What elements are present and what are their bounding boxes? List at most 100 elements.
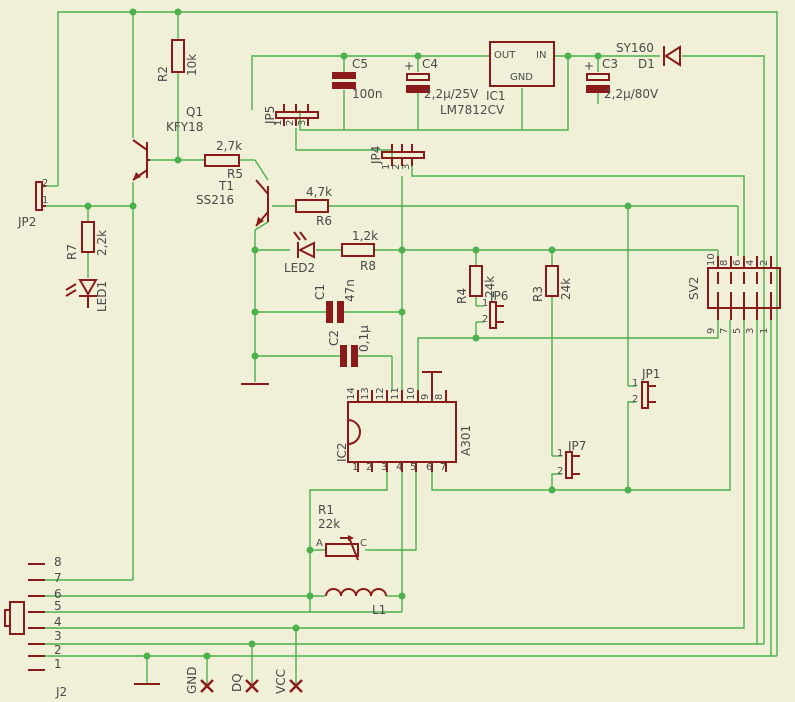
resistor-r3[interactable]: R3 24k	[531, 265, 573, 302]
ic-ic2[interactable]: 14 13 12 11 10 9 8 1 2 3 4 5 6 7 IC2 A30…	[335, 371, 473, 473]
capacitor-c1[interactable]: C1 47n	[313, 279, 357, 323]
junction	[251, 352, 259, 360]
junction	[594, 52, 602, 60]
r7-value: 2,2k	[95, 230, 109, 256]
jp1-pin2: 2	[632, 394, 638, 405]
ic2-pin3: 3	[381, 462, 387, 473]
r7-ref: R7	[65, 244, 79, 260]
ic2-pin9: 9	[420, 394, 431, 400]
jumper-jp6[interactable]: 1 2 JP6	[482, 289, 508, 329]
c4-ref: C4	[422, 57, 438, 71]
junction	[203, 652, 211, 660]
testpoint-gnd[interactable]: GND	[185, 666, 214, 694]
diode-d1[interactable]: SY160 D1	[616, 41, 681, 71]
transistor-q1[interactable]: Q1 KFY18	[132, 105, 203, 181]
transistor-t1[interactable]: T1 SS216	[196, 179, 269, 227]
sv2-pin8: 8	[719, 260, 730, 266]
ic1-gnd-label: GND	[510, 72, 533, 83]
resistor-r7[interactable]: R7 2,2k	[65, 221, 109, 260]
junction	[548, 486, 556, 494]
junction	[129, 202, 137, 210]
resistor-r5[interactable]: 2,7k R5	[204, 139, 243, 181]
capacitor-c5[interactable]: C5 100n	[332, 57, 383, 101]
junction	[398, 592, 406, 600]
inductor-l1[interactable]: L1	[325, 588, 387, 617]
junction	[251, 308, 259, 316]
capacitor-c2[interactable]: C2 0,1µ	[327, 325, 371, 367]
sv2-pin5: 5	[732, 328, 743, 334]
connector-j2[interactable]: 8 7 6 5 4 3 2 1 J2	[4, 555, 67, 699]
r5-ref: R5	[227, 167, 243, 181]
j2-pin7: 7	[54, 571, 62, 585]
junction	[174, 156, 182, 164]
gnd-label: GND	[185, 666, 199, 694]
sv2-pin9: 9	[706, 328, 717, 334]
sv2-ref: SV2	[687, 277, 701, 300]
jp4-ref: JP4	[369, 146, 383, 165]
resistor-r8[interactable]: 1,2k R8	[341, 229, 378, 273]
d1-ref: D1	[638, 57, 655, 71]
c2-ref: C2	[327, 330, 341, 346]
junction	[306, 592, 314, 600]
wire-gnd-row	[299, 56, 569, 131]
jumper-jp2[interactable]: 2 1 JP2	[17, 178, 48, 229]
wire-jp1-2	[627, 401, 636, 490]
ic2-pin6: 6	[426, 462, 432, 473]
jumper-jp7[interactable]: 1 2 JP7	[557, 439, 586, 479]
jp6-pin2: 2	[482, 314, 488, 325]
capacitor-c3[interactable]: + C3 2,2µ/80V	[584, 57, 659, 101]
led1-ref: LED1	[95, 281, 109, 312]
jp2-pin2: 2	[42, 178, 48, 189]
wire-jp7-2	[551, 473, 562, 490]
ic2-value: A301	[459, 425, 473, 456]
ic1-value: LM7812CV	[440, 103, 505, 117]
ic2-pin8: 8	[434, 394, 445, 400]
junction	[129, 8, 137, 16]
c3-plus: +	[584, 59, 594, 73]
r6-value: 4,7k	[306, 185, 332, 199]
sv2-pin3: 3	[745, 328, 756, 334]
jumper-jp1[interactable]: 1 2 JP1	[632, 367, 660, 409]
wire-d1	[682, 55, 765, 644]
wire-ic2-7	[431, 320, 731, 491]
r5-value: 2,7k	[216, 139, 242, 153]
wire-jp5-3	[295, 128, 393, 160]
led2-ref: LED2	[284, 261, 315, 275]
resistor-r4[interactable]: R4 24k	[455, 265, 497, 304]
jp7-ref: JP7	[567, 439, 586, 453]
junction	[340, 52, 348, 60]
led-led2[interactable]: LED2	[284, 231, 315, 275]
r4-ref: R4	[455, 288, 469, 304]
c2-value: 0,1µ	[357, 325, 371, 352]
jumper-jp4[interactable]: 1 2 3 JP4	[369, 144, 425, 170]
ic2-pin2: 2	[366, 462, 372, 473]
resistor-r6[interactable]: 4,7k R6	[295, 185, 332, 228]
jp5-pin2: 2	[285, 120, 296, 126]
testpoint-vcc[interactable]: VCC	[274, 669, 303, 694]
led-led1[interactable]: LED1	[65, 279, 109, 312]
regulator-ic1[interactable]: OUT IN GND IC1 LM7812CV	[440, 41, 555, 117]
junction	[251, 246, 259, 254]
junction	[398, 308, 406, 316]
ic2-ref: IC2	[335, 442, 349, 462]
potentiometer-r1[interactable]: R1 22k A C	[316, 503, 367, 561]
sv2-pin1: 1	[759, 328, 770, 334]
r3-ref: R3	[531, 286, 545, 302]
jp6-ref: JP6	[489, 289, 508, 303]
wire-jp4-3	[411, 160, 745, 256]
wires	[45, 11, 778, 684]
j2-pin3: 3	[54, 629, 62, 643]
j2-pin1: 1	[54, 657, 62, 671]
jp4-pin2: 2	[391, 164, 402, 170]
testpoint-dq[interactable]: DQ	[230, 673, 259, 693]
jp5-pin1: 1	[273, 120, 284, 126]
connector-sv2[interactable]: 10 8 6 4 2 9 7 5 3 1 SV2	[687, 253, 781, 334]
resistor-r2[interactable]: R2 10k	[156, 39, 199, 82]
jumper-jp5[interactable]: 1 2 3 JP5	[263, 104, 319, 126]
r2-ref: R2	[156, 66, 170, 82]
capacitor-c4[interactable]: + C4 2,2µ/25V	[404, 57, 479, 101]
jp4-pin1: 1	[381, 164, 392, 170]
ic2-pin4: 4	[396, 462, 402, 473]
r1-c-label: C	[360, 538, 367, 549]
